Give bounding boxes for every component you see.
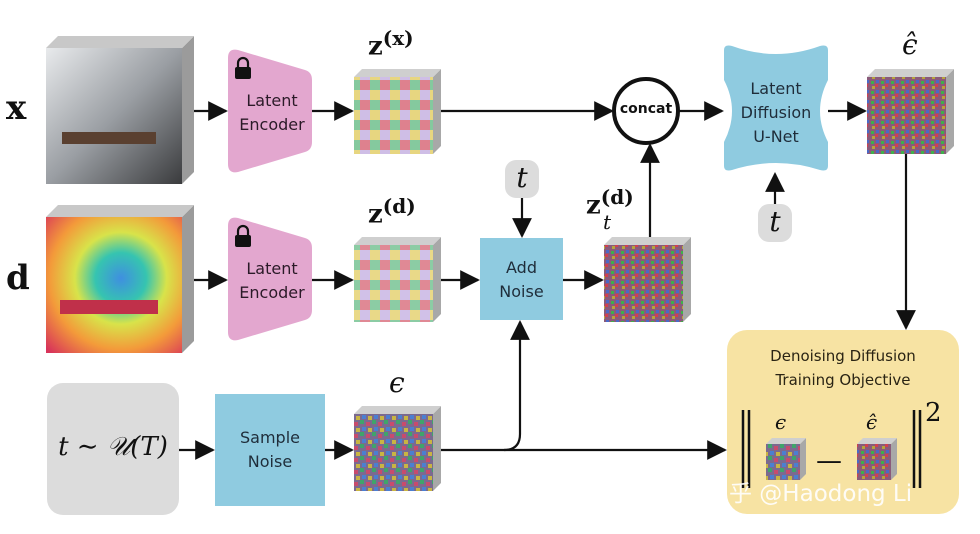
eps-hat-label: ϵ̂	[902, 28, 918, 61]
latent-zx-label: z(x)	[368, 26, 414, 62]
noise-eps-cube	[354, 406, 441, 491]
encoder-top-label: Latent Encoder	[232, 89, 312, 137]
lock-icon	[235, 224, 251, 247]
ztd-base: z	[586, 190, 601, 221]
input-x-label: x	[6, 88, 27, 128]
encoder-bottom-line2: Encoder	[239, 283, 305, 302]
latent-zd-cube	[354, 237, 441, 322]
unet-line3: U-Net	[753, 127, 799, 146]
objective-eps-hat-label: ϵ̂	[866, 410, 878, 434]
objective-eps-cube	[766, 438, 806, 480]
add-noise-timestep: t	[516, 161, 528, 194]
latent-encoder-top	[228, 49, 312, 173]
objective-eps-label: ϵ	[775, 410, 787, 434]
input-d-label: d	[6, 258, 30, 298]
unet-line2: Diffusion	[740, 103, 812, 122]
encoder-top-line2: Encoder	[239, 115, 305, 134]
objective-minus: —	[816, 446, 842, 476]
latent-ztd-cube	[604, 237, 691, 322]
add-noise-line2: Noise	[499, 282, 544, 301]
objective-exponent: 2	[925, 398, 942, 428]
timestep-token-box	[505, 160, 539, 198]
objective-title-line2: Training Objective	[775, 371, 911, 389]
ztd-sub: t	[603, 210, 612, 234]
ztd-sup: (d)	[600, 185, 634, 209]
zx-base: z	[368, 31, 383, 62]
input-image-d	[46, 205, 194, 353]
arrows	[179, 101, 916, 460]
predicted-noise-cube	[867, 69, 954, 154]
objective-title: Denoising Diffusion Training Objective	[727, 344, 959, 392]
zd-base: z	[368, 199, 383, 230]
zd-sup: (d)	[382, 194, 416, 218]
sample-noise-label: Sample Noise	[215, 426, 325, 474]
add-noise-label: Add Noise	[480, 256, 563, 304]
norm-bars	[741, 410, 922, 488]
sample-noise-line1: Sample	[240, 428, 300, 447]
concat-label: concat	[619, 101, 673, 117]
eps-label: ϵ	[389, 366, 405, 399]
latent-encoder-bottom	[228, 217, 312, 341]
encoder-bottom-line1: Latent	[246, 259, 298, 278]
sample-noise-line2: Noise	[247, 452, 293, 471]
latent-zd-label: z(d)	[368, 194, 416, 230]
unet-timestep: t	[769, 205, 781, 238]
timestep-token-box	[758, 204, 792, 242]
timestep-sampler-box	[47, 383, 179, 515]
encoder-top-line1: Latent	[246, 91, 298, 110]
input-image-x	[46, 36, 194, 184]
zx-sup: (x)	[382, 26, 414, 50]
objective-title-line1: Denoising Diffusion	[770, 347, 916, 365]
objective-eps-hat-cube	[857, 438, 897, 480]
latent-zx-cube	[354, 69, 441, 154]
sample-noise-box	[215, 394, 325, 506]
encoder-bottom-label: Latent Encoder	[232, 257, 312, 305]
unet-line1: Latent	[750, 79, 802, 98]
add-noise-line1: Add	[506, 258, 537, 277]
unet-shape	[724, 45, 828, 171]
timestep-sampler-label: t ∼ 𝒰(T)	[58, 432, 168, 462]
add-noise-box	[480, 238, 563, 320]
unet-label: Latent Diffusion U-Net	[724, 77, 828, 149]
watermark: 知乎 @Haodong Li	[706, 481, 913, 507]
lock-icon	[235, 56, 251, 79]
latent-ztd-label: z(d)	[586, 185, 634, 221]
